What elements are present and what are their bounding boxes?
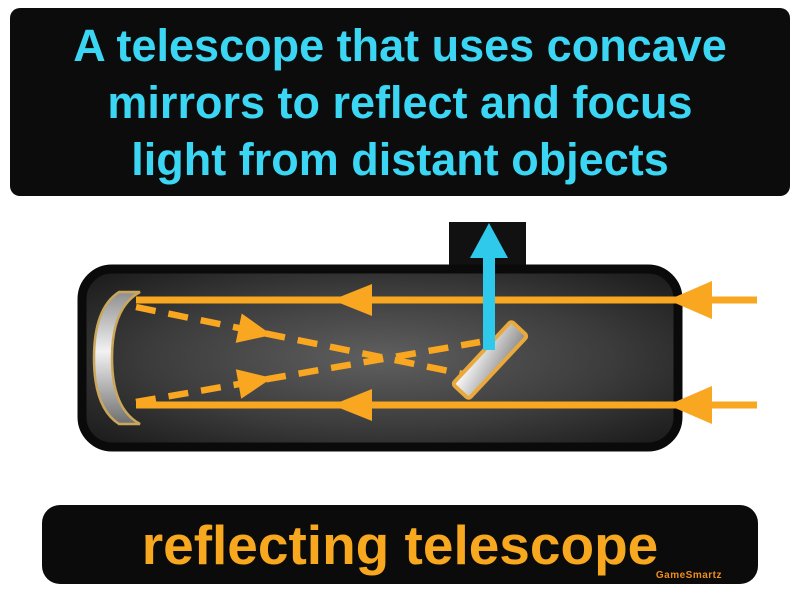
- definition-line-3: light from distant objects: [131, 133, 669, 185]
- telescope-diagram-svg: [77, 222, 757, 452]
- flat-secondary-mirror: [451, 320, 529, 400]
- exit-arrow-head: [470, 223, 508, 258]
- term-text: reflecting telescope: [141, 513, 659, 576]
- telescope-diagram: [0, 212, 800, 500]
- reflected-ray-arrowheads: [235, 313, 272, 399]
- ray-arrowhead: [332, 284, 372, 316]
- ray-arrowhead: [668, 281, 712, 319]
- ray-arrowhead: [235, 313, 272, 343]
- term-banner: reflecting telescope GameSmartz: [42, 505, 758, 584]
- definition-line-2: mirrors to reflect and focus: [107, 76, 693, 128]
- ray-arrowhead: [332, 389, 372, 421]
- ray-arrowheads: [332, 281, 712, 424]
- watermark: GameSmartz: [655, 570, 722, 581]
- definition-line-1: A telescope that uses concave: [73, 19, 727, 71]
- incoming-light-rays: [136, 296, 757, 409]
- concave-primary-mirror: [92, 290, 141, 426]
- light-to-eyepiece-arrow: [470, 223, 508, 350]
- reflected-ray-lower: [135, 338, 481, 406]
- definition-banner: A telescope that uses concave mirrors to…: [10, 8, 790, 196]
- ray-arrowhead: [235, 369, 272, 399]
- reflected-ray-upper: [135, 303, 479, 381]
- reflected-light-rays: [135, 303, 481, 406]
- ray-arrowhead: [668, 386, 712, 424]
